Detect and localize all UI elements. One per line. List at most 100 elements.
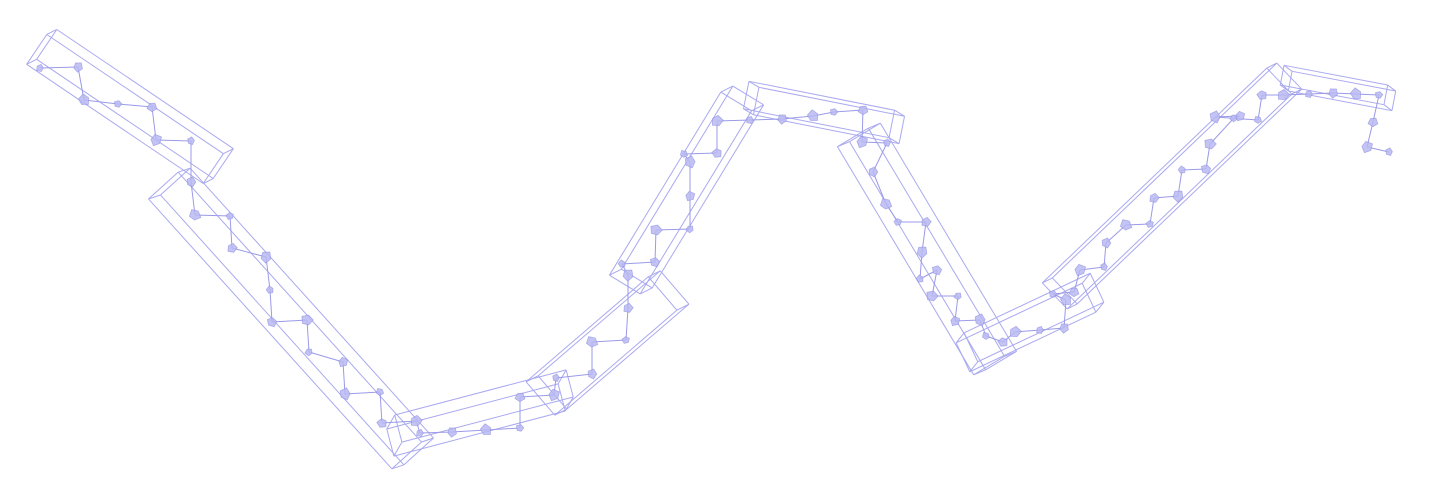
bond (1209, 117, 1235, 145)
box-edge-front (26, 63, 204, 184)
box-edge-front (177, 171, 422, 443)
box-edge-front (647, 276, 678, 311)
atom-node (338, 356, 349, 368)
atom-node (73, 62, 83, 73)
box-edge-front (969, 311, 1097, 373)
box-edge-depth (648, 270, 661, 278)
box-edge-front (888, 110, 896, 138)
box-edge-depth (609, 268, 622, 276)
box-edge-front (26, 34, 48, 65)
atom-node (1177, 165, 1186, 174)
bond (872, 142, 888, 173)
box-edge-depth (391, 464, 405, 470)
box-edge-depth (1081, 272, 1091, 284)
atom-node (893, 218, 902, 226)
atom-node (339, 387, 351, 401)
atom-node (879, 198, 893, 210)
box-edge-depth (525, 375, 539, 383)
box-edge-depth (177, 167, 191, 173)
box-edge-back (963, 272, 1091, 334)
box-edge-depth (1004, 350, 1017, 357)
atom-node (1328, 88, 1338, 99)
atom-node (981, 332, 991, 340)
atom-node (953, 292, 962, 301)
atom-node (187, 136, 195, 145)
box-edge-front (148, 171, 179, 200)
box-edge-front (973, 355, 1005, 376)
box-edge-back (1051, 277, 1078, 305)
atom-node (1049, 290, 1058, 298)
atom-node (447, 427, 457, 438)
atom-node (931, 265, 943, 276)
segment-boxes (26, 29, 1397, 470)
atom-node (410, 414, 423, 427)
box-edge-back (651, 104, 765, 289)
box-edge-front (955, 342, 971, 372)
atom-node (1172, 190, 1184, 203)
box-edge-back (565, 369, 574, 398)
atom-node (883, 138, 891, 147)
segment-box (525, 270, 690, 416)
bond (485, 427, 521, 431)
box-edge-depth (868, 122, 881, 129)
box-edge-depth (639, 287, 653, 295)
box-edge-back (659, 270, 690, 305)
bond (39, 66, 79, 69)
atom-node (514, 392, 526, 403)
atom-node (1036, 325, 1044, 335)
bond (194, 214, 231, 217)
box-edge-back (394, 369, 567, 416)
atom-node (1200, 164, 1212, 175)
box-edge-depth (955, 332, 965, 344)
bond (621, 261, 656, 265)
bond (379, 391, 383, 424)
atom-node (1277, 88, 1290, 101)
bond (519, 394, 555, 398)
box-edge-back (537, 270, 661, 377)
box-edge-depth (720, 85, 734, 93)
box-edge-depth (223, 148, 234, 155)
box-edge-back (1076, 88, 1303, 305)
box-edge-back (160, 194, 405, 466)
bond (683, 152, 718, 155)
atom-node (857, 105, 869, 116)
box-edge-front (836, 146, 975, 376)
box-edge-depth (676, 303, 690, 311)
bond (269, 289, 273, 323)
atom-node (77, 93, 90, 105)
box-edge-depth (888, 137, 900, 145)
bond (749, 118, 783, 121)
atom-node (516, 424, 525, 432)
box-edge-depth (1095, 301, 1105, 313)
atom-node (950, 315, 961, 327)
box-edge-back (1391, 90, 1397, 111)
box-edge-depth (743, 108, 754, 116)
box-edge-front (1066, 93, 1293, 310)
segment-box (26, 29, 234, 184)
atom-node (1074, 263, 1086, 277)
atom-node (622, 269, 634, 282)
bond (117, 103, 153, 108)
atom-node (685, 190, 696, 202)
box-edge-back (848, 141, 987, 371)
box-edge-front (608, 91, 722, 276)
box-edge-back (1051, 62, 1278, 279)
box-edge-depth (894, 109, 905, 117)
box-edge-front (202, 153, 224, 184)
atom-node (375, 388, 385, 396)
box-edge-front (1279, 65, 1285, 86)
atom-node (1068, 287, 1080, 298)
atom-node (1204, 138, 1217, 150)
box-edge-back (1089, 273, 1105, 303)
atom-node (416, 428, 424, 438)
box-edge-depth (1283, 64, 1293, 72)
box-edge-back (620, 85, 734, 270)
box-edge-back (566, 303, 690, 410)
atom-node (1059, 293, 1072, 305)
box-edge-back (985, 350, 1017, 371)
atom-node (997, 337, 1008, 347)
bond (271, 319, 308, 323)
box-edge-back (849, 122, 881, 143)
bond (308, 351, 344, 363)
